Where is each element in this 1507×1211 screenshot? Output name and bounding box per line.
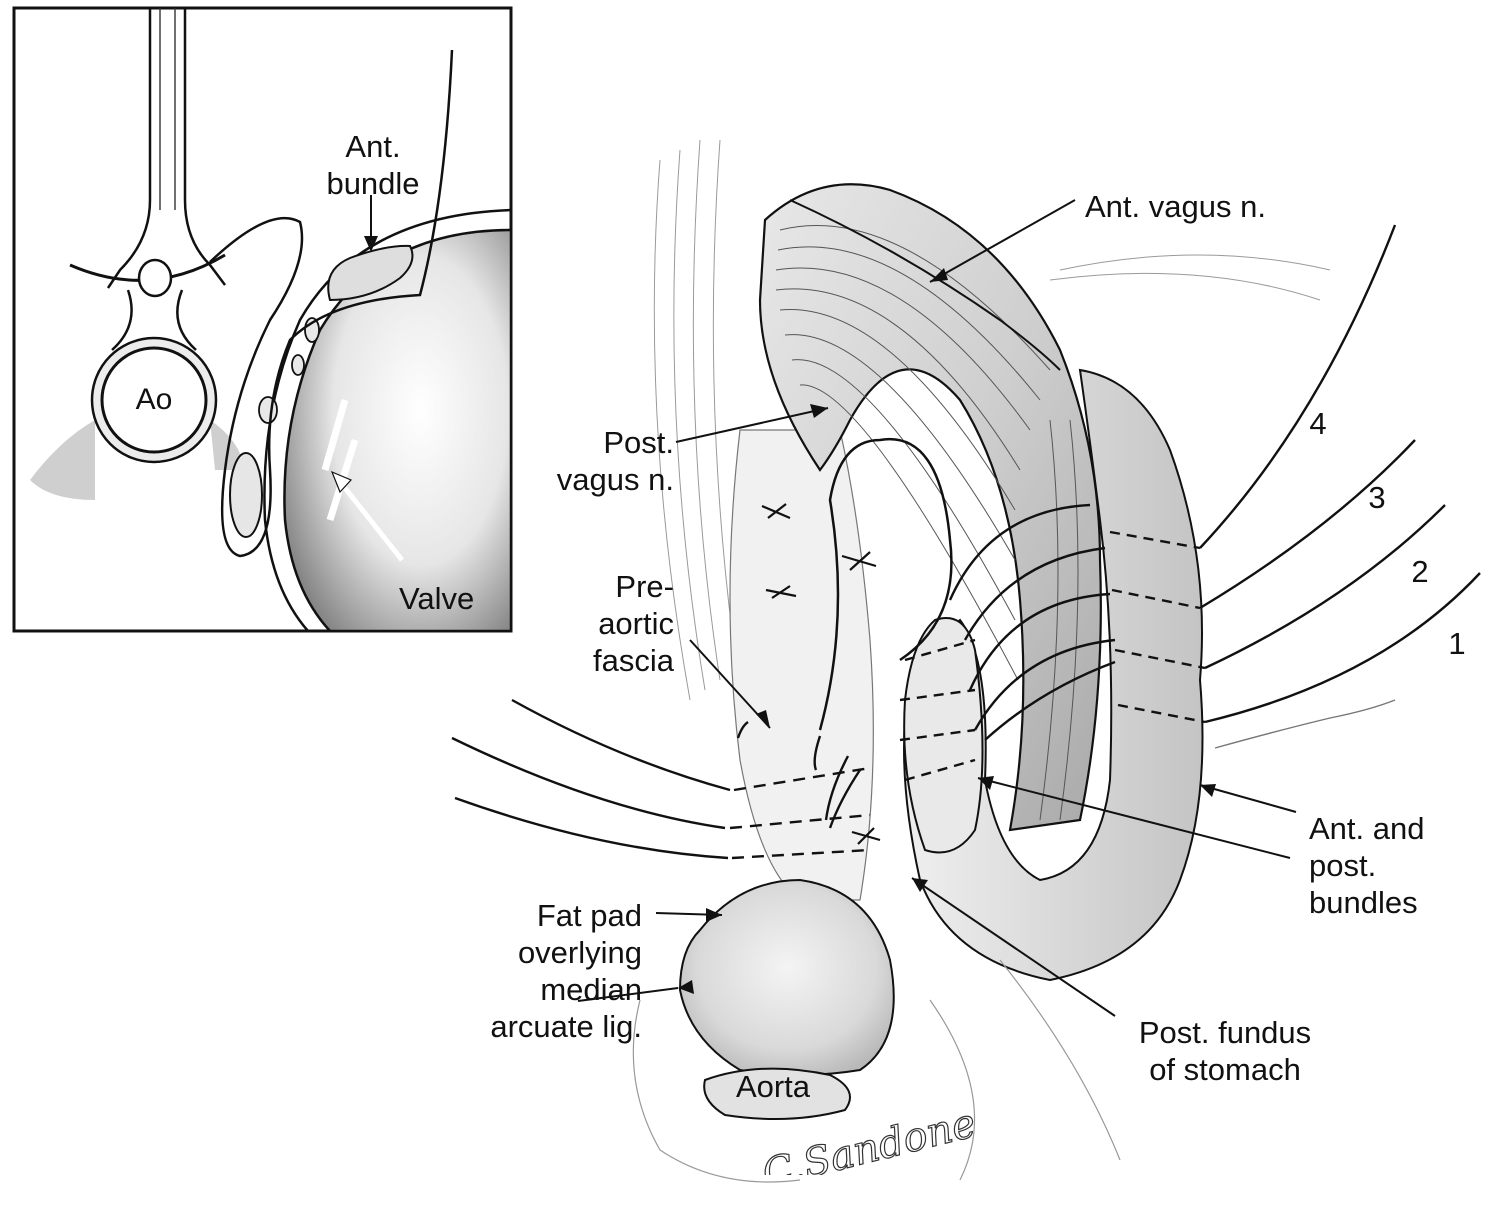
fat-pad: [678, 878, 895, 1076]
label-suture-4: 4: [1309, 406, 1327, 441]
leader-ant-vagus: [929, 199, 1076, 283]
label-post-vagus: Post. vagus n.: [556, 425, 674, 497]
aorta-vessel-inner: [100, 346, 208, 454]
ant-bundle-arrowhead: [364, 236, 378, 252]
leader-pre-aortic-fascia: [689, 639, 771, 729]
suture-2-line: [1204, 504, 1446, 670]
label-suture-2: 2: [1411, 554, 1429, 589]
main-illustration: [451, 139, 1481, 1183]
leader-fat-pad-2: [577, 987, 679, 1002]
label-ant-bundle: Ant. bundle: [326, 129, 420, 201]
aorta-shadow: [30, 420, 245, 500]
suture-4-line: [1199, 224, 1397, 549]
leader-ant-post: [1199, 784, 1297, 813]
label-pre-aortic-fascia: Pre- aortic fascia: [593, 569, 674, 678]
label-suture-1: 1: [1448, 626, 1466, 661]
suture-1-line: [1204, 572, 1481, 724]
svg-text:C.Sandone: C.Sandone: [758, 1105, 981, 1175]
central-suture-loop: [818, 437, 953, 731]
inset-suture: [209, 49, 454, 558]
suture-ties: [761, 503, 881, 845]
label-ant-vagus: Ant. vagus n.: [1085, 189, 1266, 224]
label-valve: Valve: [399, 581, 475, 616]
ant-vagus-nerve: [789, 199, 1061, 371]
right-sutures: [899, 224, 1481, 782]
leader-post-vagus: [675, 407, 829, 443]
label-ao: Ao: [135, 383, 173, 416]
pre-aortic-fascia: [729, 429, 874, 901]
label-post-fundus: Post. fundus of stomach: [1138, 1015, 1312, 1087]
label-ant-post-bundles: Ant. and post. bundles: [1309, 811, 1425, 920]
artist-signature: C.Sandone: [757, 1105, 981, 1175]
leader-bundles: [977, 777, 1291, 859]
label-aorta: Aorta: [735, 1069, 811, 1104]
valve-arrowhead: [330, 470, 353, 494]
aorta-vessel: [703, 1067, 851, 1120]
ant-bundle-blob: [327, 244, 414, 302]
suture-3-line: [1199, 439, 1416, 610]
label-suture-3: 3: [1368, 480, 1386, 515]
leader-lines: [577, 199, 1297, 1017]
label-fat-pad: Fat pad overlying median arcuate lig.: [490, 898, 642, 1044]
left-sutures: [451, 698, 871, 860]
leader-fundus-1: [911, 877, 1116, 1017]
inset-panel: [12, 6, 513, 633]
